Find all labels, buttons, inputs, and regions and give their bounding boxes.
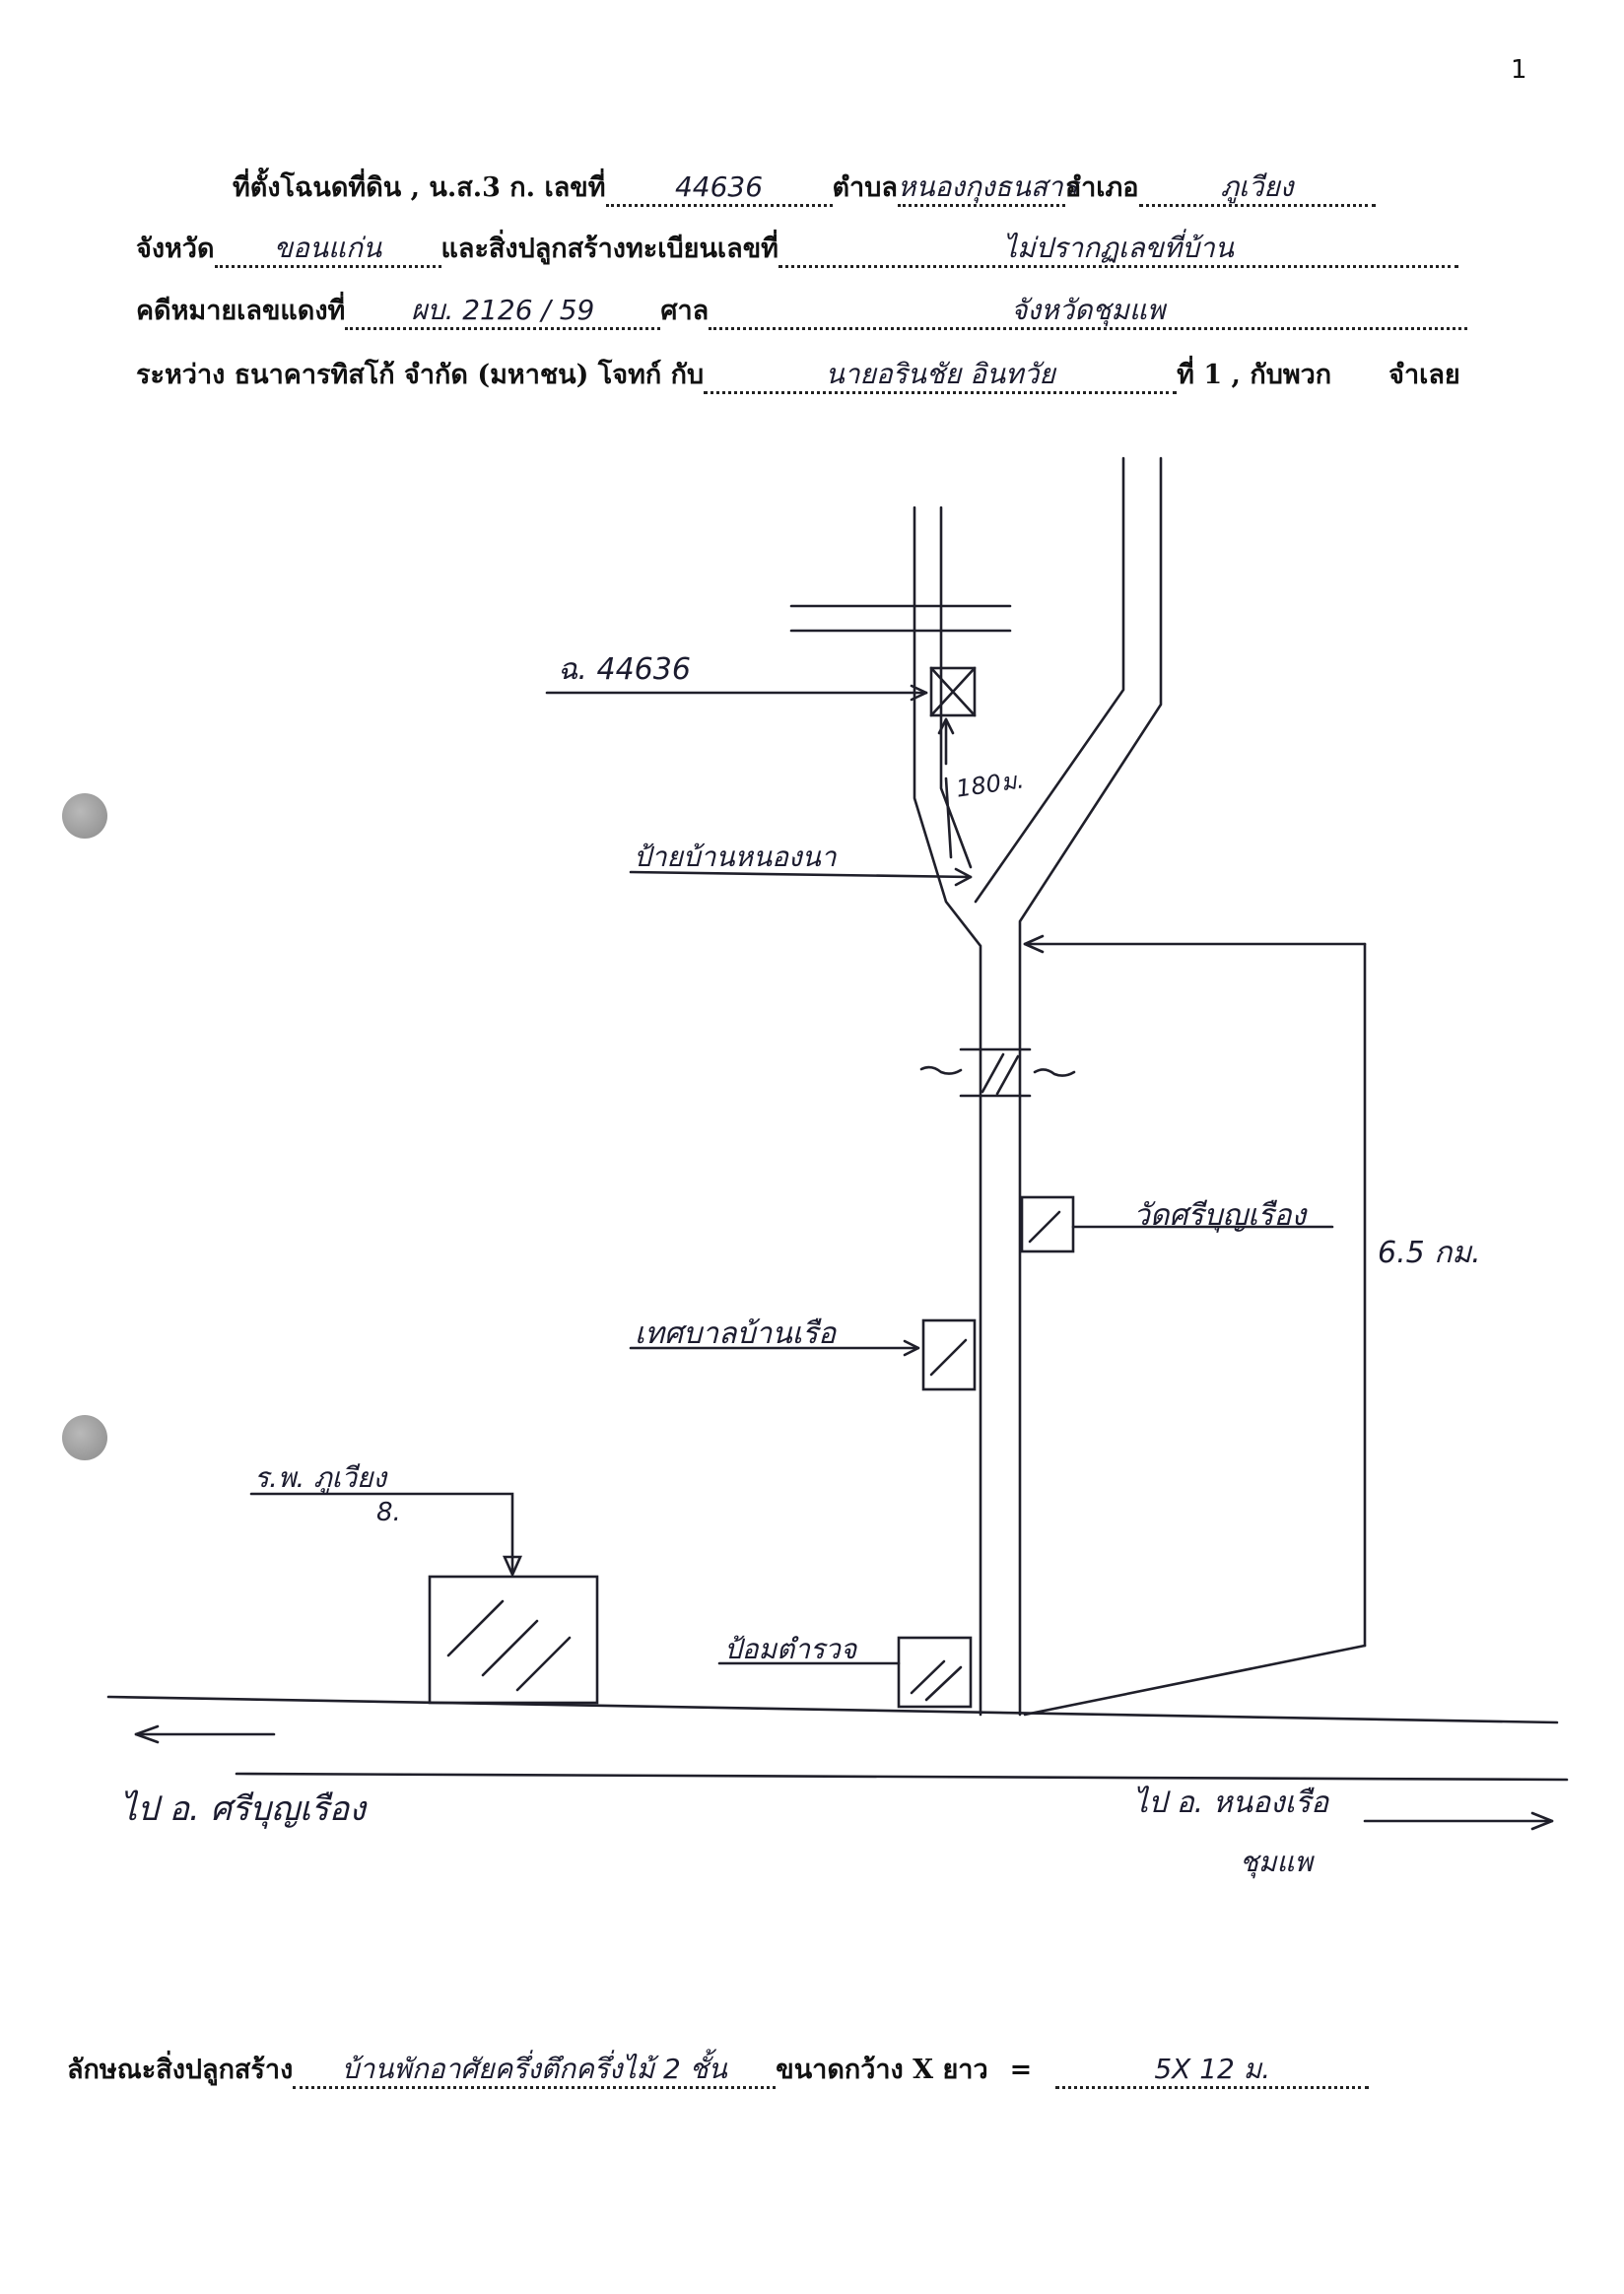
- court-field: จังหวัดชุมแพ: [709, 294, 1468, 330]
- municipality-arrow-head: [903, 1339, 920, 1357]
- branch-road-left-west: [913, 506, 982, 1717]
- district-field: ภูเวียง: [1138, 170, 1376, 207]
- province-field: ขอนแก่น: [214, 232, 441, 268]
- water-mark-right: [1033, 1068, 1076, 1077]
- branch-road-left-east: [939, 506, 973, 869]
- map-temple: วัดศรีบุญเรือง: [1133, 1198, 1307, 1233]
- temple-box: [1020, 1195, 1075, 1253]
- deed-label: ที่ตั้งโฉนดที่ดิน , น.ส.3 ก. เลขที่: [233, 172, 606, 203]
- map-municipality: เทศบาลบ้านเรือ: [635, 1316, 837, 1351]
- map-distance-main: 6.5 กม.: [1378, 1236, 1481, 1270]
- map-to-right-line1: ไป อ. หนองเรือ: [1133, 1786, 1329, 1820]
- defendant-field: นายอรินชัย อินทวัย: [704, 358, 1178, 394]
- highway-bottom-edge: [235, 1772, 1569, 1782]
- subdistrict-label: ตำบล: [832, 172, 898, 203]
- temple-hatch: [1028, 1210, 1061, 1244]
- deed-parcel-box: [929, 666, 977, 717]
- building-no-field: ไม่ปรากฏเลขที่บ้าน: [778, 232, 1458, 268]
- village-sign-pointer: [944, 776, 953, 859]
- municipality-hatch: [929, 1338, 968, 1377]
- village-sign-arrow-head: [954, 867, 973, 887]
- village-sign-leader: [629, 870, 973, 879]
- hospital-leader: [249, 1492, 514, 1574]
- district-label: อำเภอ: [1064, 172, 1139, 203]
- arrow-right-head: [1530, 1811, 1554, 1831]
- between-label: ระหว่าง ธนาคารทิสโก้ จำกัด (มหาชน) โจทก์…: [136, 360, 705, 390]
- header-line-4: ระหว่าง ธนาคารทิสโก้ จำกัด (มหาชน) โจทก์…: [136, 353, 1460, 395]
- police-hatch: [910, 1659, 963, 1702]
- header-line-1: ที่ตั้งโฉนดที่ดิน , น.ส.3 ก. เลขที่44636…: [233, 166, 1376, 208]
- hospital-arrow-head: [502, 1555, 523, 1579]
- police-box: [897, 1636, 973, 1709]
- hospital-box: [428, 1575, 599, 1705]
- map-village-sign: ป้ายบ้านหนองนา: [634, 841, 837, 873]
- distance-line-bottom: [1023, 1644, 1367, 1717]
- province-label: จังหวัด: [136, 234, 215, 264]
- deed-parcel-cross: [929, 666, 977, 717]
- bridge-hatch: [981, 1052, 1020, 1096]
- building-type-field: บ้านพักอาศัยครึ่งตึกครึ่งไม้ 2 ชั้น: [293, 2053, 777, 2089]
- deed-number-field: 44636: [605, 170, 833, 207]
- footer-line: ลักษณะสิ่งปลูกสร้างบ้านพักอาศัยครึ่งตึกค…: [67, 2048, 1370, 2090]
- building-type-label: ลักษณะสิ่งปลูกสร้าง: [67, 2055, 294, 2085]
- map-police: ป้อมตำรวจ: [724, 1633, 857, 1665]
- map-hospital-line1: ร.พ. ภูเวียง: [254, 1461, 387, 1494]
- map-to-left: ไป อ. ศรีบุญเรือง: [120, 1789, 366, 1829]
- branch-road-right-east: [1018, 456, 1163, 1717]
- punch-hole-bottom: [62, 1415, 107, 1460]
- distance-small-arrow-head: [937, 717, 955, 735]
- size-equals: =: [1009, 2055, 1033, 2085]
- page-number: 1: [1511, 55, 1527, 85]
- map-deed-label: ฉ. 44636: [558, 652, 691, 687]
- defendant-suffix: ที่ 1 , กับพวก: [1177, 360, 1332, 390]
- distance-arrow-head: [1023, 934, 1045, 954]
- branch-road-right-west: [974, 456, 1125, 904]
- map-to-right-line2: ชุมแพ: [1240, 1846, 1313, 1878]
- deed-label-arrow-head: [910, 684, 928, 702]
- size-field: 5X 12 ม.: [1055, 2053, 1370, 2089]
- arrow-left-head: [134, 1724, 160, 1744]
- municipality-box: [921, 1318, 977, 1391]
- header-line-2: จังหวัดขอนแก่นและสิ่งปลูกสร้างทะเบียนเลข…: [136, 227, 1458, 269]
- role-label: จำเลย: [1388, 360, 1460, 390]
- case-number-label: คดีหมายเลขแดงที่: [136, 296, 346, 326]
- hospital-hatch: [446, 1599, 572, 1692]
- court-label: ศาล: [660, 296, 710, 326]
- map-hospital-line2: 8.: [376, 1498, 401, 1527]
- size-label: ขนาดกว้าง X ยาว: [776, 2055, 988, 2085]
- subdistrict-field: หนองกุงธนสาร: [897, 170, 1078, 207]
- highway-top-edge: [106, 1695, 1559, 1724]
- water-mark-left: [919, 1065, 963, 1075]
- case-number-field: ผบ. 2126 / 59: [345, 294, 661, 330]
- punch-hole-top: [62, 793, 107, 839]
- building-no-label: และสิ่งปลูกสร้างทะเบียนเลขที่: [440, 234, 778, 264]
